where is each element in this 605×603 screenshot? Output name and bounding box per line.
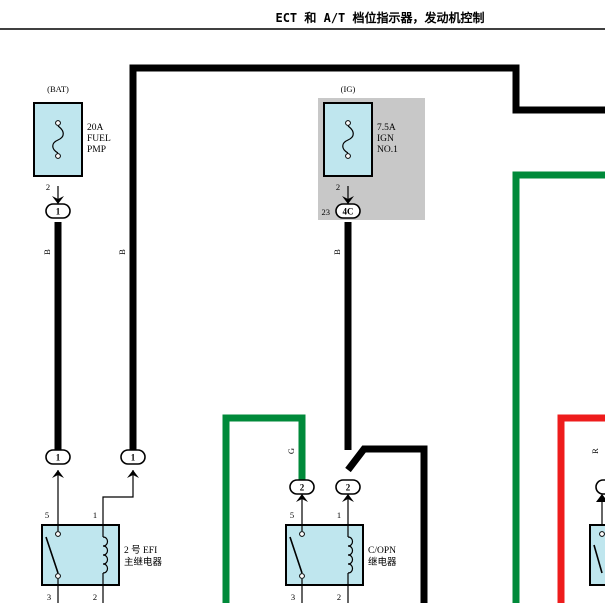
coil-icon — [347, 536, 354, 574]
svg-text:3: 3 — [47, 592, 51, 602]
wire-ign-branch — [345, 445, 428, 603]
switch-contact-icon — [45, 536, 59, 574]
connector-fuel-top: 1 — [45, 203, 71, 219]
wire-color-label: R — [590, 448, 600, 454]
wire-red — [557, 414, 605, 603]
fuse-name-line2: NO.1 — [377, 145, 398, 155]
fuse-name-line1: IGN — [377, 134, 394, 144]
connector-copn-left: 2 — [289, 479, 315, 495]
connector-arrows — [52, 196, 605, 502]
arrow-down-icon — [52, 196, 64, 204]
page-title: ECT 和 A/T 档位指示器，发动机控制 — [275, 10, 484, 25]
green-wires — [222, 171, 605, 603]
relay-box — [41, 524, 120, 586]
svg-text:1: 1 — [131, 453, 136, 463]
relay-box — [285, 524, 364, 586]
thin-wires — [57, 186, 603, 603]
svg-text:2: 2 — [93, 592, 97, 602]
arrow-down-icon — [342, 196, 354, 204]
arrow-up-icon — [342, 494, 354, 502]
black-wires — [54, 64, 605, 603]
relay-name-line1: C/OPN — [368, 546, 396, 556]
connectors: 1 23 4C 1 1 2 2 — [45, 203, 605, 495]
fuse-source-label: (IG) — [341, 84, 356, 94]
svg-text:1: 1 — [56, 207, 61, 217]
connector-b-bottom: 1 — [120, 449, 146, 465]
svg-text:5: 5 — [290, 510, 294, 520]
arrow-up-icon — [52, 470, 64, 478]
connector-fuel-bottom: 1 — [45, 449, 71, 465]
fuse-element-icon — [342, 125, 354, 154]
wire-bat-main — [129, 64, 605, 450]
connector-ign-top: 23 4C — [322, 203, 361, 219]
switch-contact-icon — [289, 536, 303, 574]
arrow-up-icon — [596, 494, 605, 502]
coil-icon — [102, 536, 109, 574]
svg-text:2: 2 — [300, 483, 305, 493]
svg-text:2: 2 — [346, 483, 351, 493]
wire-color-label: B — [42, 249, 52, 255]
wire-color-label: B — [332, 249, 342, 255]
wire-color-label: G — [286, 448, 296, 454]
svg-text:1: 1 — [337, 510, 341, 520]
arrow-up-icon — [296, 494, 308, 502]
relay-copn: 5 1 3 2 C/OPN 继电器 — [285, 510, 397, 602]
wire-green-left — [222, 414, 306, 603]
connector-prefix: 23 — [322, 207, 331, 217]
fuse-name-line2: PMP — [87, 145, 106, 155]
relay-name-line1: 2 号 EFI — [124, 545, 157, 556]
fuse-pin-label: 2 — [46, 182, 50, 192]
red-wires — [557, 414, 605, 603]
fuse-source-label: (BAT) — [47, 84, 69, 94]
wire-green-right — [512, 171, 605, 603]
arrow-up-icon — [127, 470, 139, 478]
svg-text:5: 5 — [45, 510, 49, 520]
switch-contact-icon — [593, 544, 603, 574]
fuse-rating: 7.5A — [377, 123, 396, 133]
relay-name-line2: 继电器 — [368, 556, 397, 568]
wire-relay1-pin1 — [102, 470, 134, 525]
fuse-fuel-pump: (BAT) 20A FUEL PMP 2 — [33, 84, 111, 192]
svg-text:1: 1 — [93, 510, 97, 520]
fuse-ign: (IG) 7.5A IGN NO.1 2 — [323, 84, 398, 192]
fuse-element-icon — [52, 125, 64, 154]
relay-right-edge — [589, 524, 605, 586]
svg-text:3: 3 — [291, 592, 295, 602]
svg-text:2: 2 — [337, 592, 341, 602]
svg-text:1: 1 — [56, 453, 61, 463]
fuse-rating: 20A — [87, 123, 104, 133]
relay-name-line2: 主继电器 — [124, 556, 163, 568]
connector-right-edge — [595, 479, 605, 495]
fuse-name-line1: FUEL — [87, 134, 111, 144]
connector-copn-right: 2 — [335, 479, 361, 495]
wire-color-label: B — [117, 249, 127, 255]
svg-text:4C: 4C — [343, 207, 354, 217]
wire-color-labels: B B B G R — [42, 249, 600, 454]
fuse-pin-label: 2 — [336, 182, 340, 192]
relay-efi-main: 5 1 3 2 2 号 EFI 主继电器 — [41, 510, 163, 602]
